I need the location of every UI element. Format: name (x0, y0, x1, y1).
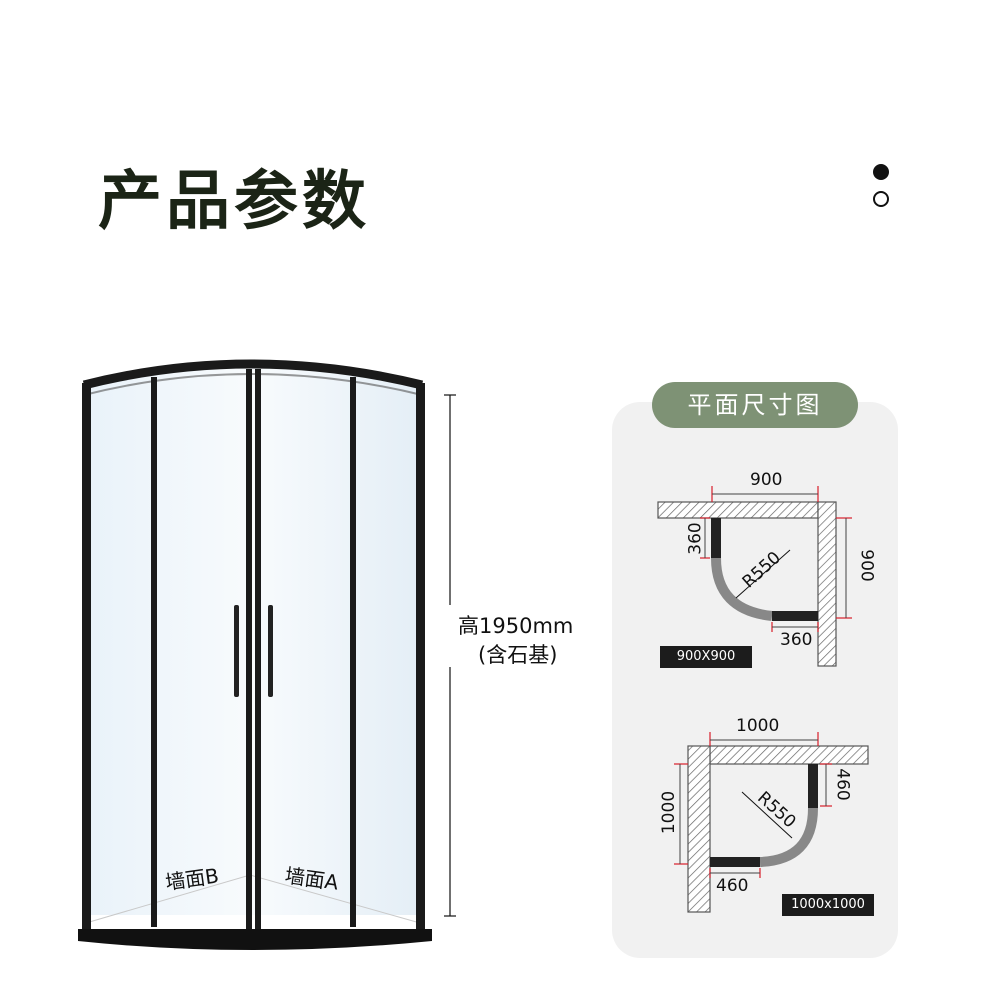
height-note: (含石基) (478, 643, 558, 667)
right-panel-post (350, 377, 356, 927)
plan-1000-width: 1000 (736, 716, 780, 736)
pager-dot-active[interactable] (873, 164, 889, 180)
plan-drawings (657, 486, 869, 913)
right-frame-post (416, 383, 425, 935)
plan-1000-depth: 1000 (659, 790, 680, 835)
plan-900-side-a: 360 (685, 522, 706, 555)
height-label: 高1950mm (458, 614, 574, 638)
plan-900-size-tag: 900X900 (660, 646, 752, 668)
plan-900-width: 900 (750, 470, 783, 490)
plan-1000-side-b: 460 (716, 876, 749, 896)
shower-enclosure-drawing (78, 359, 456, 950)
door-post-right (255, 369, 261, 935)
door-post-left (246, 369, 252, 935)
door-handle-right (268, 605, 273, 697)
left-frame-post (82, 383, 91, 935)
plan-900-depth: 900 (856, 549, 877, 582)
plan-1000-size-tag: 1000x1000 (782, 894, 874, 916)
door-handle-left (234, 605, 239, 697)
shower-enclosure-illustration: 高1950mm (含石基) 墙面B 墙面A (70, 355, 590, 955)
plan-900-drawing (657, 486, 852, 667)
left-panel-post (151, 377, 157, 927)
page-title: 产品参数 (98, 165, 370, 239)
glass-panels (86, 364, 420, 915)
plan-badge: 平面尺寸图 (652, 382, 858, 428)
pager-dot-inactive[interactable] (873, 191, 889, 207)
plan-1000-side-a: 460 (832, 768, 853, 801)
plan-900-side-b: 360 (780, 630, 813, 650)
top-curved-rail (82, 359, 424, 390)
plan-dimensions-card: 900 900 R550 360 360 900X900 1000 1000 R… (612, 402, 898, 958)
plan-1000-drawing (674, 732, 869, 913)
stone-base (78, 929, 432, 950)
